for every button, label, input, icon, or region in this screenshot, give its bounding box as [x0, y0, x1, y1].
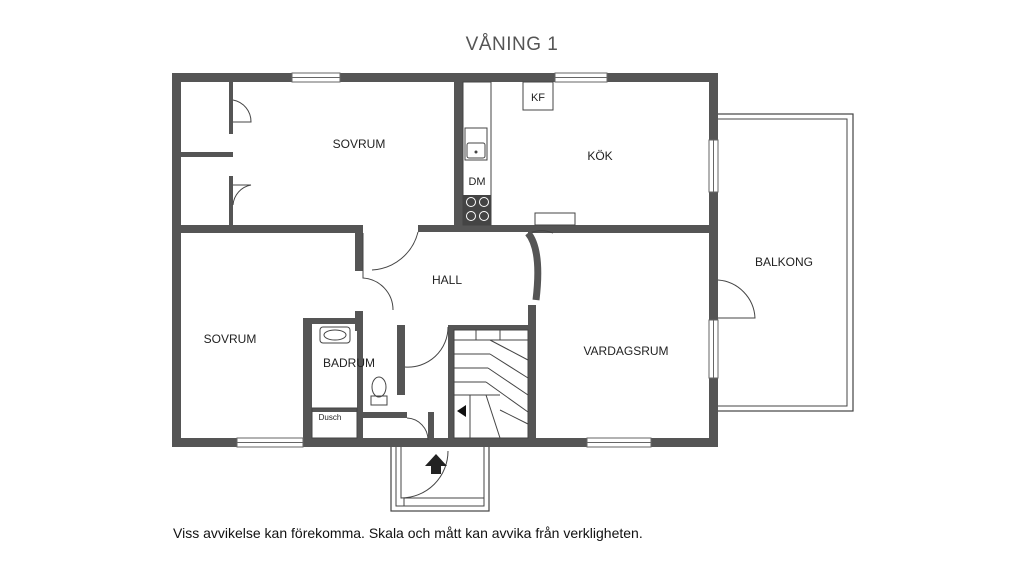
kitchen-fixtures [462, 81, 576, 226]
outer-walls [172, 73, 718, 447]
room-label-kok: KÖK [587, 149, 612, 163]
room-label-sovrum-top: SOVRUM [333, 137, 386, 151]
floor-title: VÅNING 1 [465, 34, 559, 55]
room-label-vardagsrum: VARDAGSRUM [583, 344, 668, 358]
room-label-hall: HALL [432, 273, 462, 287]
room-label-badrum: BADRUM [323, 356, 375, 370]
doors [232, 99, 756, 441]
windows [236, 72, 719, 448]
room-label-sovrum-left: SOVRUM [204, 332, 257, 346]
interior-walls [172, 73, 713, 446]
disclaimer-text: Viss avvikelse kan förekomma. Skala och … [173, 525, 643, 541]
bathroom-fixtures [311, 326, 388, 439]
fixture-label-dm: DM [468, 176, 485, 188]
fixture-label-kf: KF [531, 92, 545, 104]
entrance-landing [390, 445, 490, 512]
stairs [453, 329, 529, 439]
room-label-dusch: Dusch [319, 413, 342, 422]
room-label-balkong: BALKONG [755, 255, 813, 269]
entrance-arrow [425, 454, 447, 474]
